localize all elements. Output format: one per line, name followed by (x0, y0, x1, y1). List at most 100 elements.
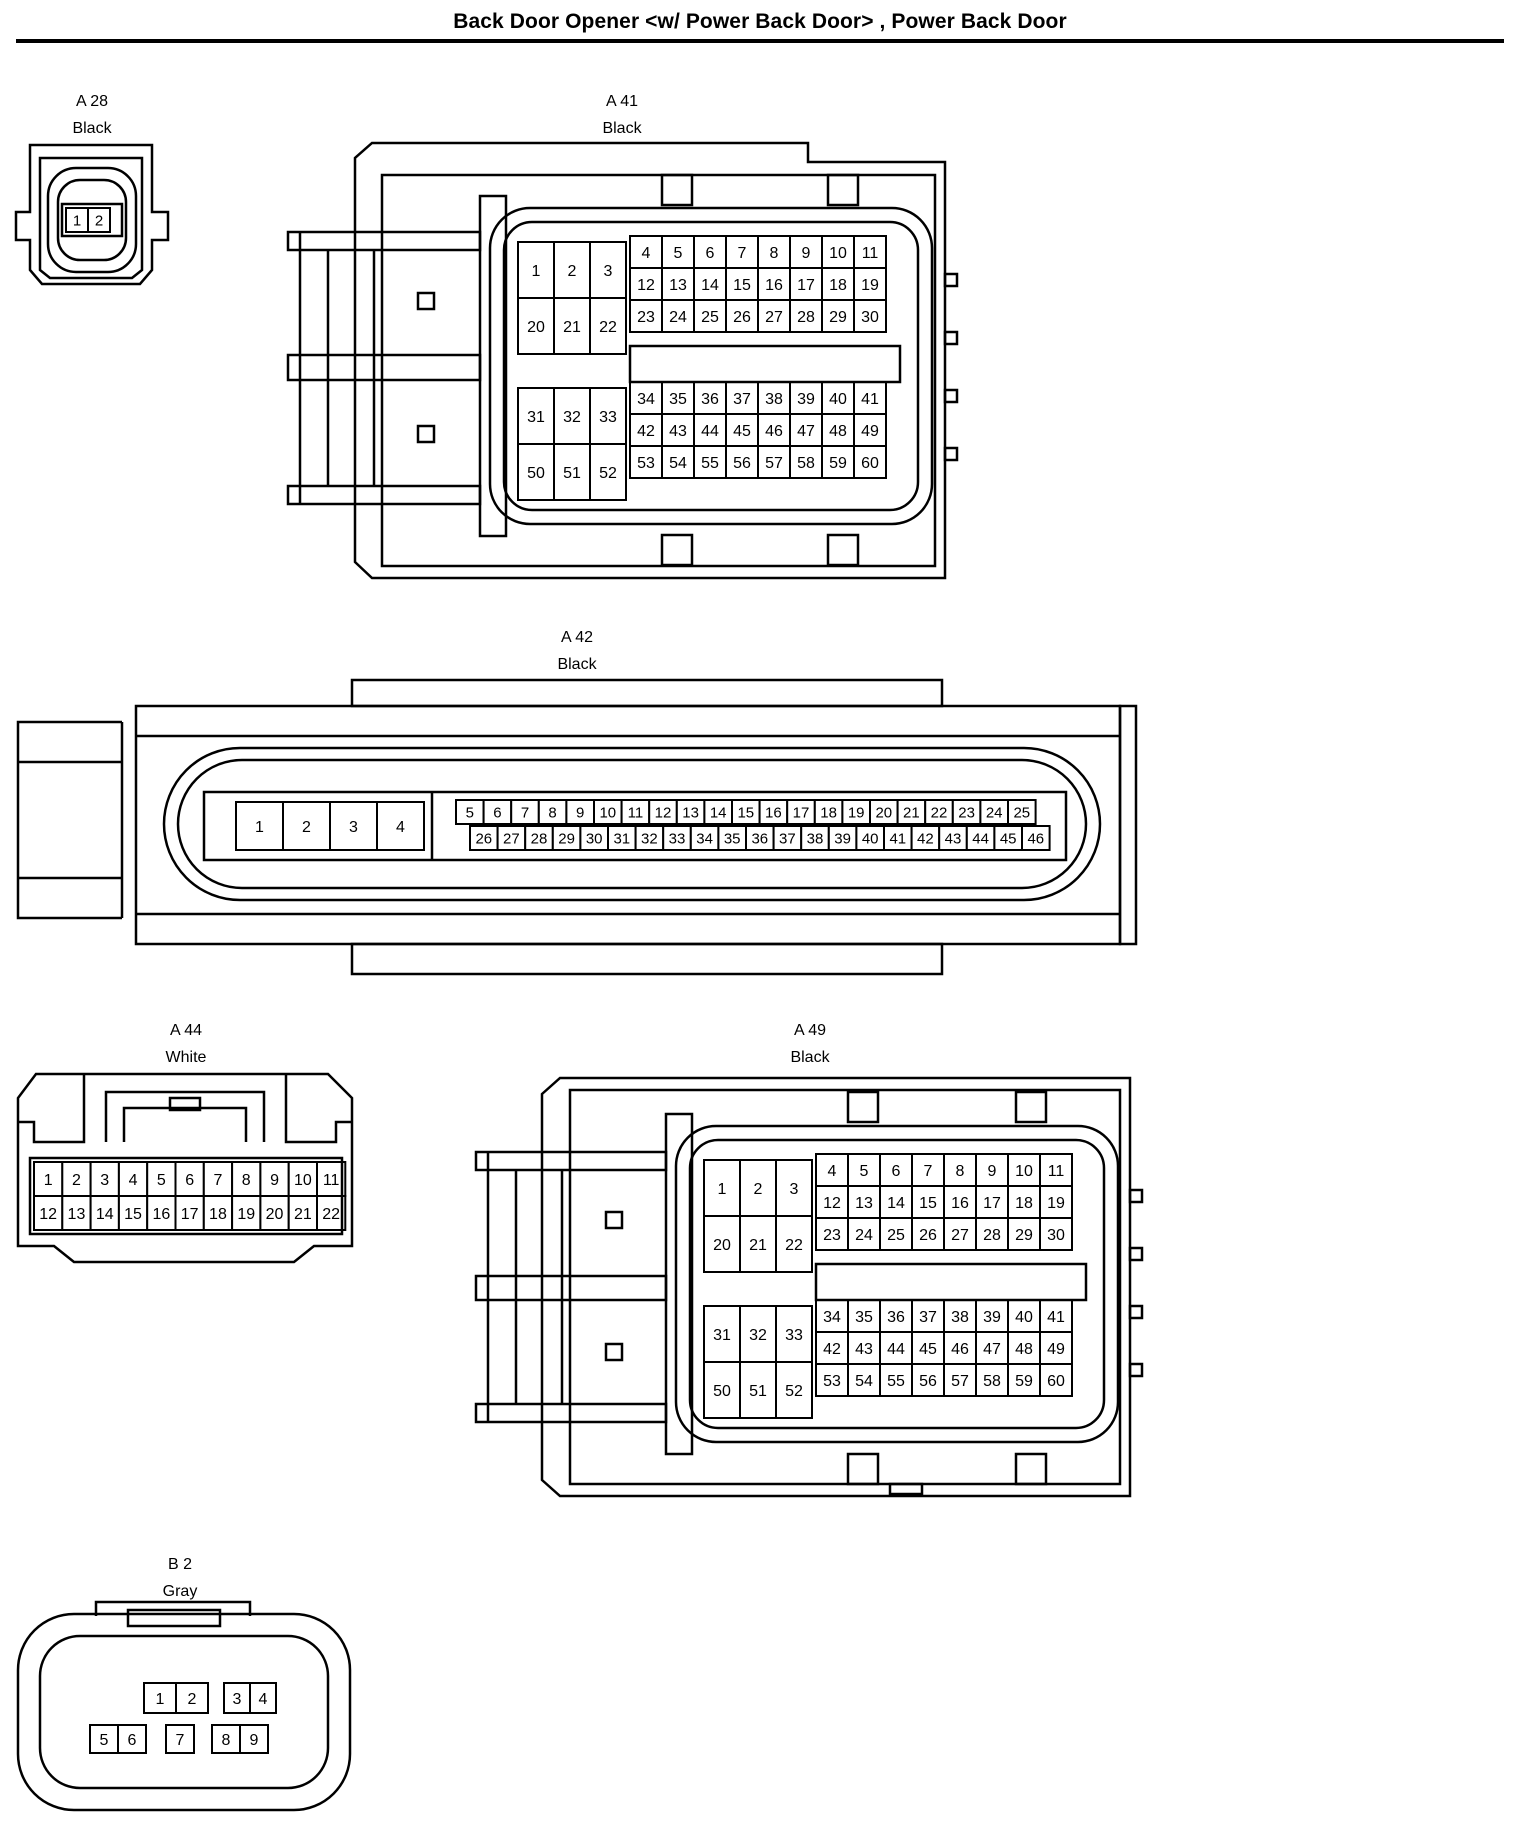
a42-pin-7: 7 (510, 799, 540, 825)
svg-text:11: 11 (1048, 1163, 1065, 1180)
a42-pin-11: 11 (620, 799, 651, 825)
a49-pin-41: 41 (1039, 1299, 1073, 1333)
svg-text:23: 23 (958, 804, 975, 821)
a41-pin-41: 41 (853, 381, 887, 415)
a44-pin-16: 16 (146, 1195, 177, 1231)
svg-text:33: 33 (669, 830, 686, 847)
svg-text:6: 6 (128, 1732, 137, 1749)
a49-pin-37: 37 (911, 1299, 945, 1333)
a41-pin-59: 59 (821, 445, 855, 479)
svg-text:59: 59 (829, 455, 847, 472)
a49-pin-54: 54 (847, 1363, 881, 1397)
a49-pin-18: 18 (1007, 1185, 1041, 1219)
a42-pin-19: 19 (841, 799, 872, 825)
svg-text:7: 7 (176, 1732, 185, 1749)
svg-text:12: 12 (637, 277, 655, 294)
a49-pin-44: 44 (879, 1331, 913, 1365)
a49-pin-21: 21 (739, 1215, 777, 1273)
svg-text:27: 27 (503, 830, 520, 847)
svg-text:11: 11 (323, 1172, 340, 1189)
a49-pin-47: 47 (975, 1331, 1009, 1365)
svg-text:26: 26 (733, 309, 751, 326)
a42-pin-16: 16 (758, 799, 789, 825)
svg-text:45: 45 (733, 423, 751, 440)
svg-text:10: 10 (294, 1172, 312, 1189)
a41-pin-56: 56 (725, 445, 759, 479)
a49-pin-50: 50 (703, 1361, 741, 1419)
svg-text:40: 40 (829, 391, 847, 408)
a49-pin-45: 45 (911, 1331, 945, 1365)
a41-pin-37: 37 (725, 381, 759, 415)
a49-pin-38: 38 (943, 1299, 977, 1333)
a41-pin-47: 47 (789, 413, 823, 447)
a41-pin-14: 14 (693, 267, 727, 301)
svg-text:40: 40 (1015, 1309, 1033, 1326)
b2-pin-7: 7 (165, 1724, 195, 1754)
a41-pin-22: 22 (589, 297, 627, 355)
svg-text:30: 30 (586, 830, 603, 847)
svg-text:40: 40 (862, 830, 879, 847)
a49-pin-15: 15 (911, 1185, 945, 1219)
svg-text:3: 3 (349, 819, 358, 836)
page-title: Back Door Opener <w/ Power Back Door> , … (453, 10, 1067, 33)
a49-pin-39: 39 (975, 1299, 1009, 1333)
svg-text:39: 39 (797, 391, 815, 408)
svg-text:49: 49 (861, 423, 879, 440)
svg-text:57: 57 (951, 1373, 969, 1390)
svg-text:32: 32 (749, 1327, 767, 1344)
svg-text:13: 13 (855, 1195, 873, 1212)
svg-text:7: 7 (924, 1163, 933, 1180)
svg-text:8: 8 (770, 245, 779, 262)
a42-pin-22: 22 (924, 799, 954, 825)
a41-pin-10: 10 (821, 235, 855, 269)
a41-pin-8: 8 (757, 235, 791, 269)
a49-pin-55: 55 (879, 1363, 913, 1397)
a49-pin-32: 32 (739, 1305, 777, 1363)
svg-text:7: 7 (213, 1172, 222, 1189)
a42-pin-46: 46 (1021, 825, 1051, 851)
a44-pin-5: 5 (146, 1161, 177, 1197)
a42-pin-27: 27 (496, 825, 527, 851)
svg-text:9: 9 (802, 245, 811, 262)
svg-text:16: 16 (951, 1195, 969, 1212)
svg-text:44: 44 (701, 423, 719, 440)
a42-pin-43: 43 (938, 825, 968, 851)
a49-pin-12: 12 (815, 1185, 849, 1219)
a41-pin-11: 11 (853, 235, 887, 269)
svg-text:23: 23 (823, 1227, 841, 1244)
connector-a28-housing (14, 143, 170, 286)
a41-pin-44: 44 (693, 413, 727, 447)
a41-pin-4: 4 (629, 235, 663, 269)
a42-pin-5: 5 (455, 799, 485, 825)
a41-pin-52: 52 (589, 443, 627, 501)
a49-pin-19: 19 (1039, 1185, 1073, 1219)
a41-pin-27: 27 (757, 299, 791, 333)
svg-text:21: 21 (563, 319, 581, 336)
svg-text:5: 5 (860, 1163, 869, 1180)
svg-text:12: 12 (655, 804, 672, 821)
svg-text:22: 22 (322, 1206, 340, 1223)
a42-pin-4: 4 (376, 801, 425, 851)
a42-pin-15: 15 (731, 799, 761, 825)
svg-text:31: 31 (613, 830, 630, 847)
a49-pin-10: 10 (1007, 1153, 1041, 1187)
svg-text:5: 5 (157, 1172, 166, 1189)
b2-pin-8: 8 (211, 1724, 241, 1754)
svg-text:8: 8 (548, 804, 556, 821)
a42-pin-37: 37 (772, 825, 803, 851)
a49-pin-22: 22 (775, 1215, 813, 1273)
b2-pin-5: 5 (89, 1724, 119, 1754)
a44-pin-14: 14 (89, 1195, 120, 1231)
svg-text:4: 4 (129, 1172, 138, 1189)
svg-text:16: 16 (765, 277, 783, 294)
a41-pin-42: 42 (629, 413, 663, 447)
a49-pin-53: 53 (815, 1363, 849, 1397)
a49-pin-57: 57 (943, 1363, 977, 1397)
a41-pin-5: 5 (661, 235, 695, 269)
svg-text:24: 24 (669, 309, 687, 326)
svg-text:58: 58 (983, 1373, 1001, 1390)
a28-pin-2: 2 (87, 207, 111, 233)
svg-text:25: 25 (887, 1227, 905, 1244)
a44-pin-21: 21 (287, 1195, 319, 1231)
svg-text:39: 39 (983, 1309, 1001, 1326)
